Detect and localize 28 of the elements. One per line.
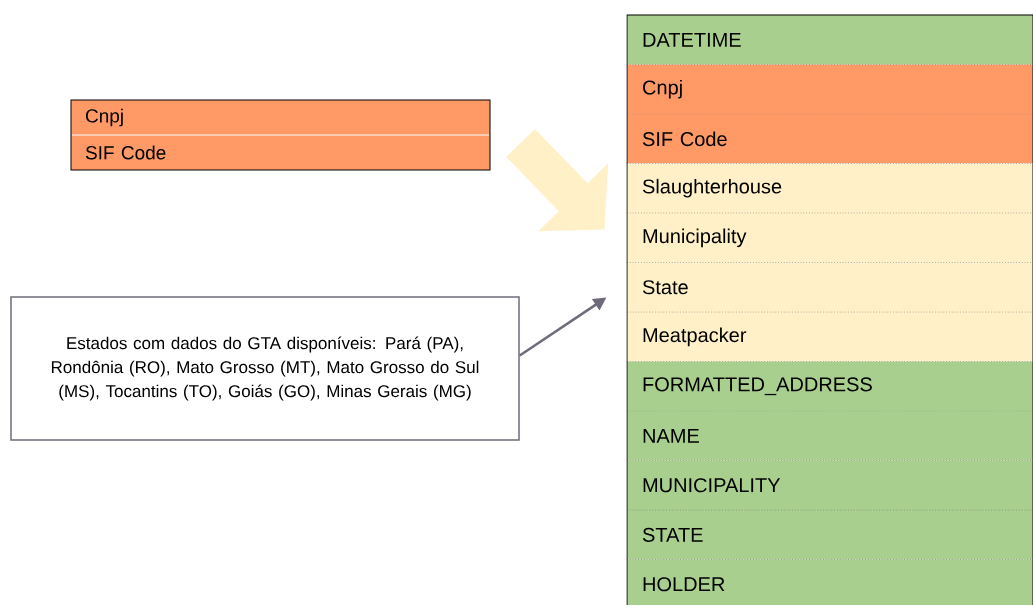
table-row: Municipality <box>627 213 1033 263</box>
node-label: NAME <box>643 428 699 443</box>
table-box <box>626 14 1033 605</box>
note-box: Estados com dados do GTA disponíveis: Pará (PA), Rondônia (RO), Mato Grosso (MT), Mato Grosso do Sul (MS), Tocantins (TO), Goiás (GO), Minas Gerais (MG) <box>10 296 520 441</box>
node-label: Cnpj <box>85 108 123 127</box>
node-label: State <box>642 280 688 295</box>
table-row: DATETIME <box>627 15 1033 65</box>
node-label: Cnpj <box>643 79 682 99</box>
node-label: Meatpacker <box>643 327 747 347</box>
table-row: State <box>627 262 1033 312</box>
table-row: MUNICIPALITY <box>627 460 1033 510</box>
table-box <box>70 99 491 171</box>
node-label: SIF Code <box>642 131 727 147</box>
table-row: HOLDER <box>627 559 1033 605</box>
node-label: Municipality <box>643 228 747 248</box>
table-row: STATE <box>627 510 1033 560</box>
node-label: SIF Code <box>85 145 166 160</box>
node-label: MUNICIPALITY <box>643 478 781 493</box>
table-row: FORMATTED_ADDRESS <box>627 361 1033 411</box>
table-row: NAME <box>627 411 1033 461</box>
table-row: SIF Code <box>627 114 1033 164</box>
table-row: Meatpacker <box>627 312 1033 362</box>
node-label: STATE <box>642 527 703 542</box>
table-row: Cnpj <box>627 64 1033 114</box>
node-label: HOLDER <box>643 577 725 592</box>
node-label: FORMATTED_ADDRESS <box>643 377 872 396</box>
node-label: Slaughterhouse <box>642 178 782 198</box>
table-row: Slaughterhouse <box>627 163 1033 213</box>
